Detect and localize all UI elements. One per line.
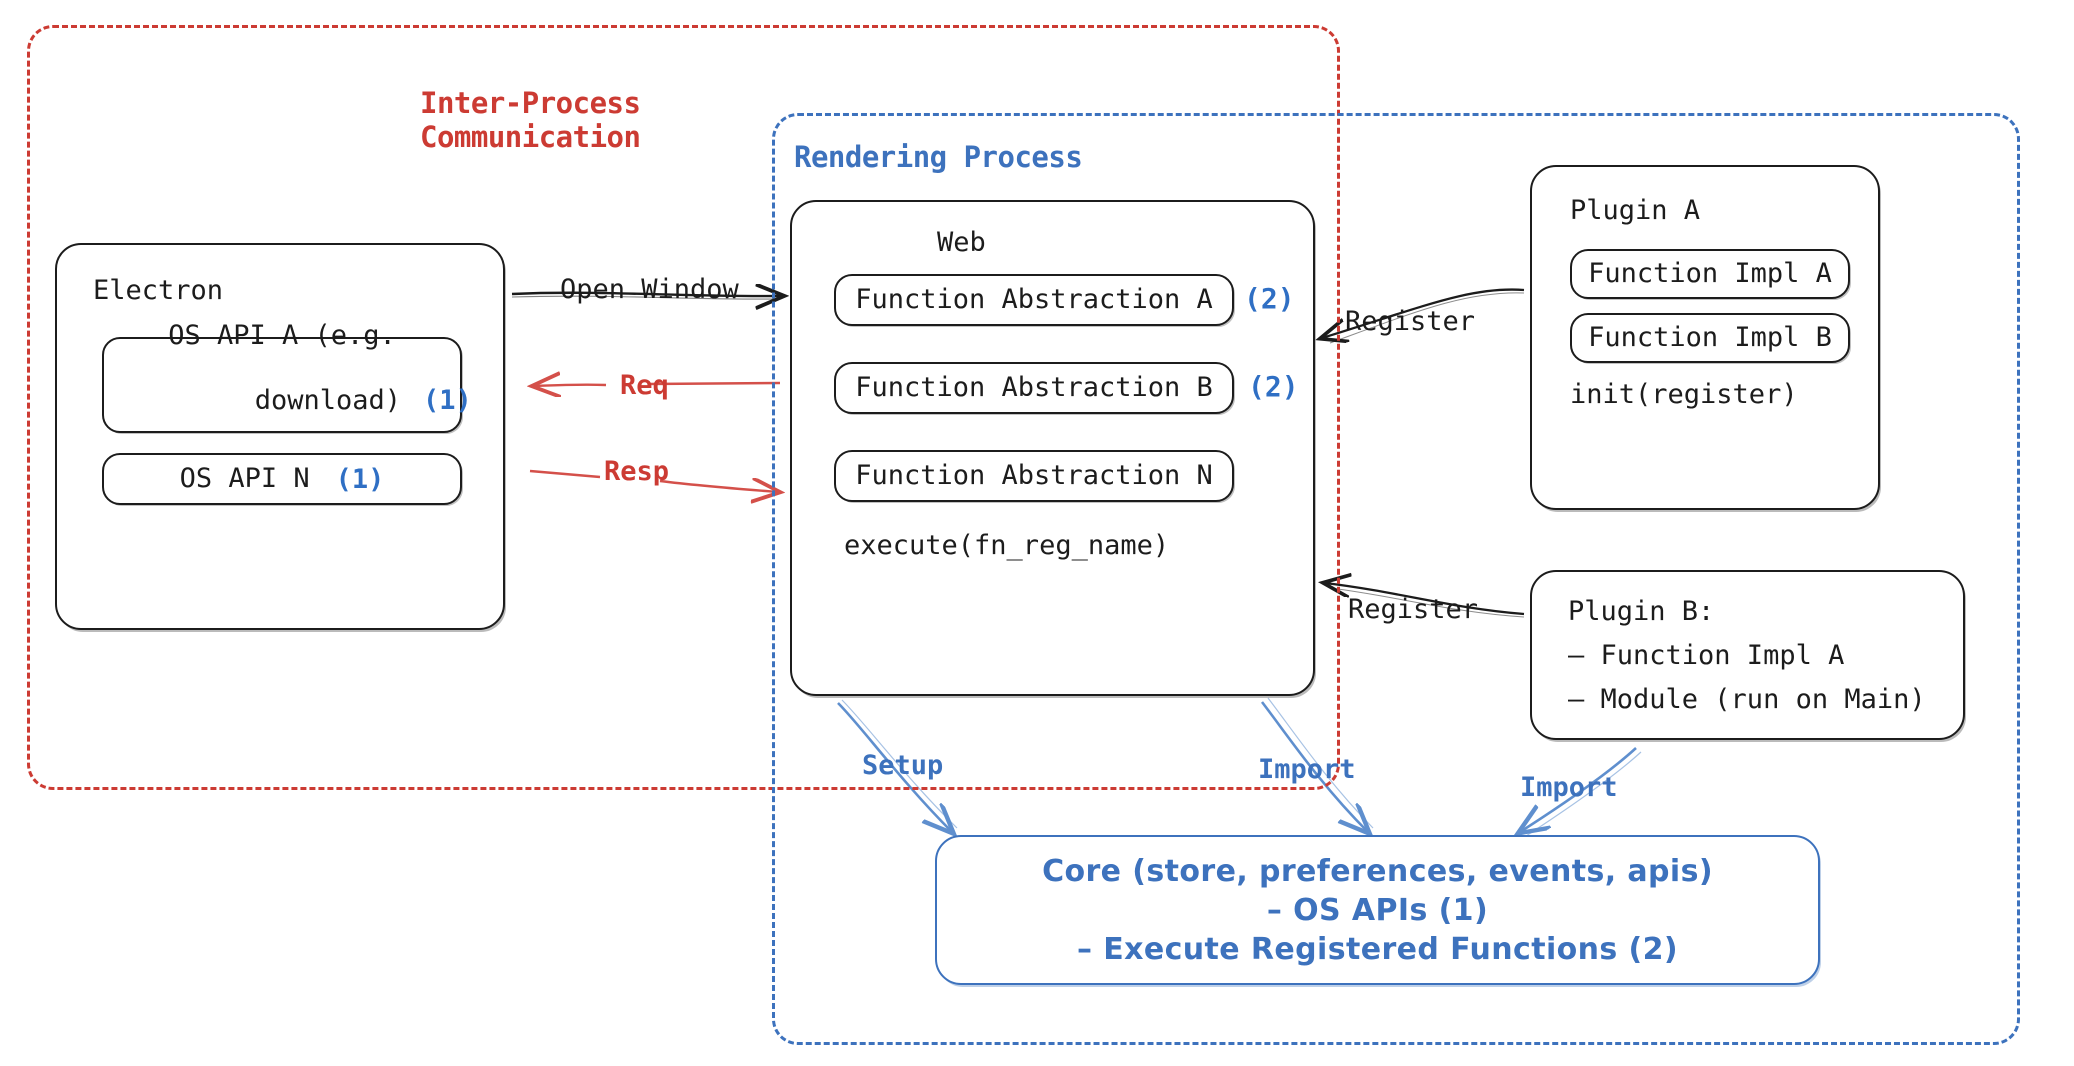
node-web[interactable]: Web Function Abstraction A (2) Function … [790,200,1315,696]
function-abstraction-a-label: Function Abstraction A [855,283,1213,315]
edge-label-setup: Setup [862,750,944,781]
node-os-api-a[interactable]: OS API A (e.g. download)(1) [102,320,472,433]
node-function-abstraction-a[interactable]: Function Abstraction A [834,274,1234,326]
core-line-1: Core (store, preferences, events, apis) [1042,853,1713,889]
os-api-a-line2: download)(1) [254,385,472,416]
edge-label-register-bottom: Register [1348,594,1479,625]
node-electron[interactable]: Electron OS API A (e.g. download)(1) OS … [55,243,505,630]
node-plugin-b-item-1: – Module (run on Main) [1568,684,1926,715]
function-impl-b-label: Function Impl B [1588,321,1832,353]
core-line-2: – OS APIs (1) [1266,892,1489,928]
edge-label-req: Req [620,370,669,401]
node-plugin-b-item-0: – Function Impl A [1568,640,1845,671]
edge-label-import-plugin-b: Import [1520,772,1618,803]
group-label-rendering-process: Rendering Process [794,140,1083,174]
core-line-3: – Execute Registered Functions (2) [1076,931,1678,967]
os-api-n-label: OS API N [179,462,310,494]
group-rendering-process [772,113,2020,1045]
node-plugin-b[interactable]: Plugin B: – Function Impl A – Module (ru… [1530,570,1965,740]
os-api-n-marker: (1) [335,463,385,495]
node-function-impl-b[interactable]: Function Impl B [1570,313,1850,363]
node-web-title: Web [937,227,986,258]
function-abstraction-b-label: Function Abstraction B [855,371,1213,403]
node-plugin-a-title: Plugin A [1570,195,1701,226]
group-inter-process-communication [27,25,1340,790]
node-plugin-a[interactable]: Plugin A Function Impl A Function Impl B… [1530,165,1880,510]
node-function-impl-a[interactable]: Function Impl A [1570,249,1850,299]
function-impl-a-label: Function Impl A [1588,257,1832,289]
node-electron-title: Electron [93,275,224,306]
os-api-a-line1: OS API A (e.g. [168,320,396,352]
node-web-execute: execute(fn_reg_name) [844,530,1170,561]
edge-label-import-web: Import [1258,754,1356,785]
node-function-abstraction-n[interactable]: Function Abstraction N [834,450,1234,502]
node-core[interactable]: Core (store, preferences, events, apis) … [935,835,1820,985]
node-function-abstraction-b[interactable]: Function Abstraction B [834,362,1234,414]
node-plugin-a-init: init(register) [1570,379,1798,410]
edge-label-resp: Resp [604,456,670,487]
function-abstraction-n-label: Function Abstraction N [855,459,1213,491]
function-abstraction-b-marker: (2) [1248,370,1299,403]
function-abstraction-a-marker: (2) [1244,282,1295,315]
node-plugin-b-title: Plugin B: [1568,596,1715,627]
os-api-a-marker: (1) [423,385,472,416]
edge-label-register-top: Register [1345,306,1476,337]
edge-label-open-window: Open Window [560,274,739,305]
group-label-ipc-line1: Inter-Process [420,86,641,120]
group-label-ipc-line2: Communication [420,120,641,154]
node-os-api-n[interactable]: OS API N (1) [102,453,462,505]
